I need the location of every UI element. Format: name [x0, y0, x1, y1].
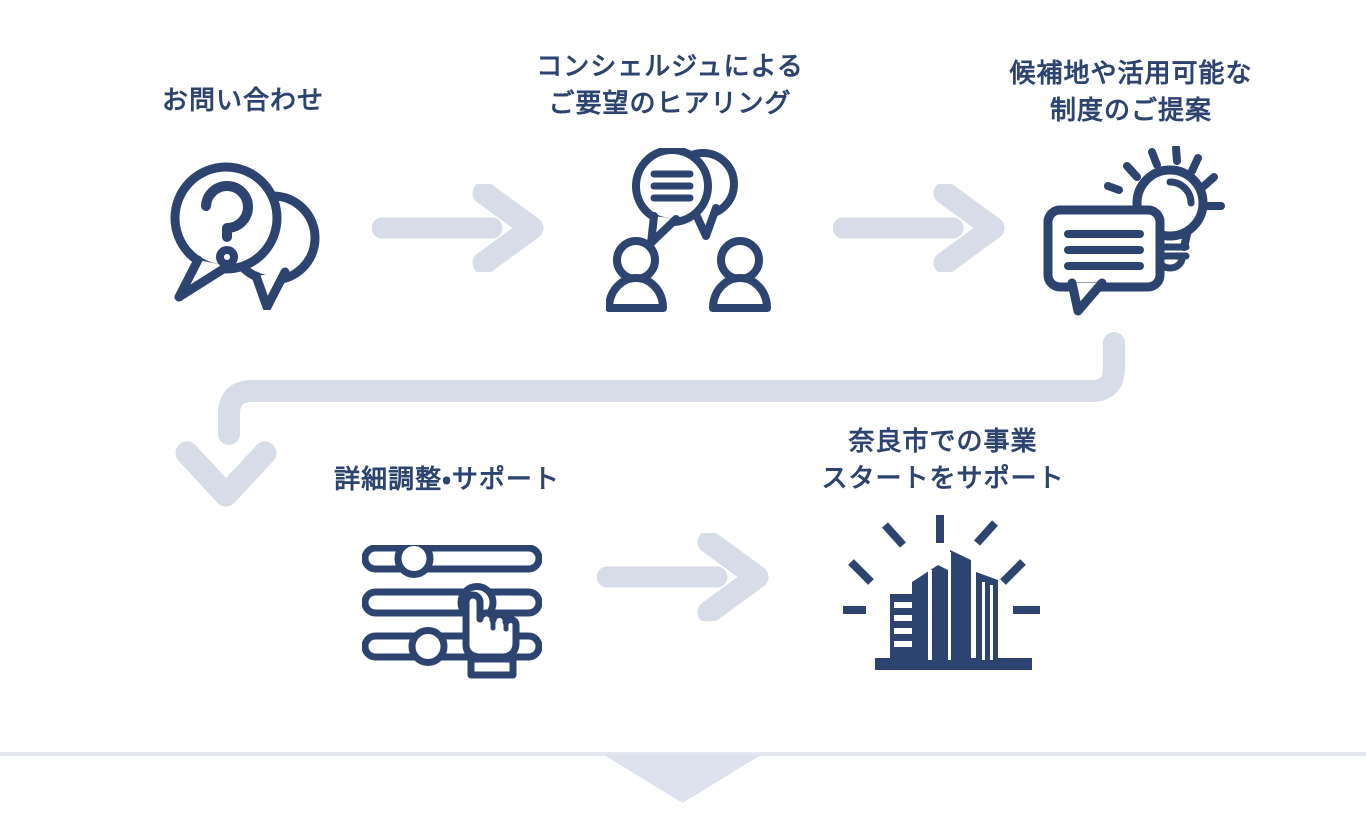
city-buildings-icon	[843, 515, 1040, 670]
step-label-proposal: 候補地や活用可能な 制度のご提案	[1009, 58, 1253, 125]
section-divider-line	[0, 752, 1366, 756]
question-speech-bubbles-icon	[170, 162, 320, 310]
concierge-dialogue-icon	[606, 148, 771, 312]
section-divider-down-arrow-icon	[604, 755, 761, 803]
sliders-hand-icon	[362, 545, 542, 679]
step-label-adjustment: 詳細調整・サポート	[334, 464, 560, 494]
arrow-right-icon	[597, 533, 769, 621]
idea-lightbulb-bubble-icon	[1043, 146, 1225, 316]
arrow-right-icon	[833, 184, 1005, 272]
arrow-right-icon	[372, 184, 544, 272]
step-label-start-support: 奈良市での事業 スタートをサポート	[821, 426, 1065, 493]
step-label-hearing: コンシェルジュによる ご要望のヒアリング	[536, 51, 804, 118]
step-label-inquiry: お問い合わせ	[161, 85, 324, 115]
wrap-down-arrow-icon	[175, 332, 1125, 507]
